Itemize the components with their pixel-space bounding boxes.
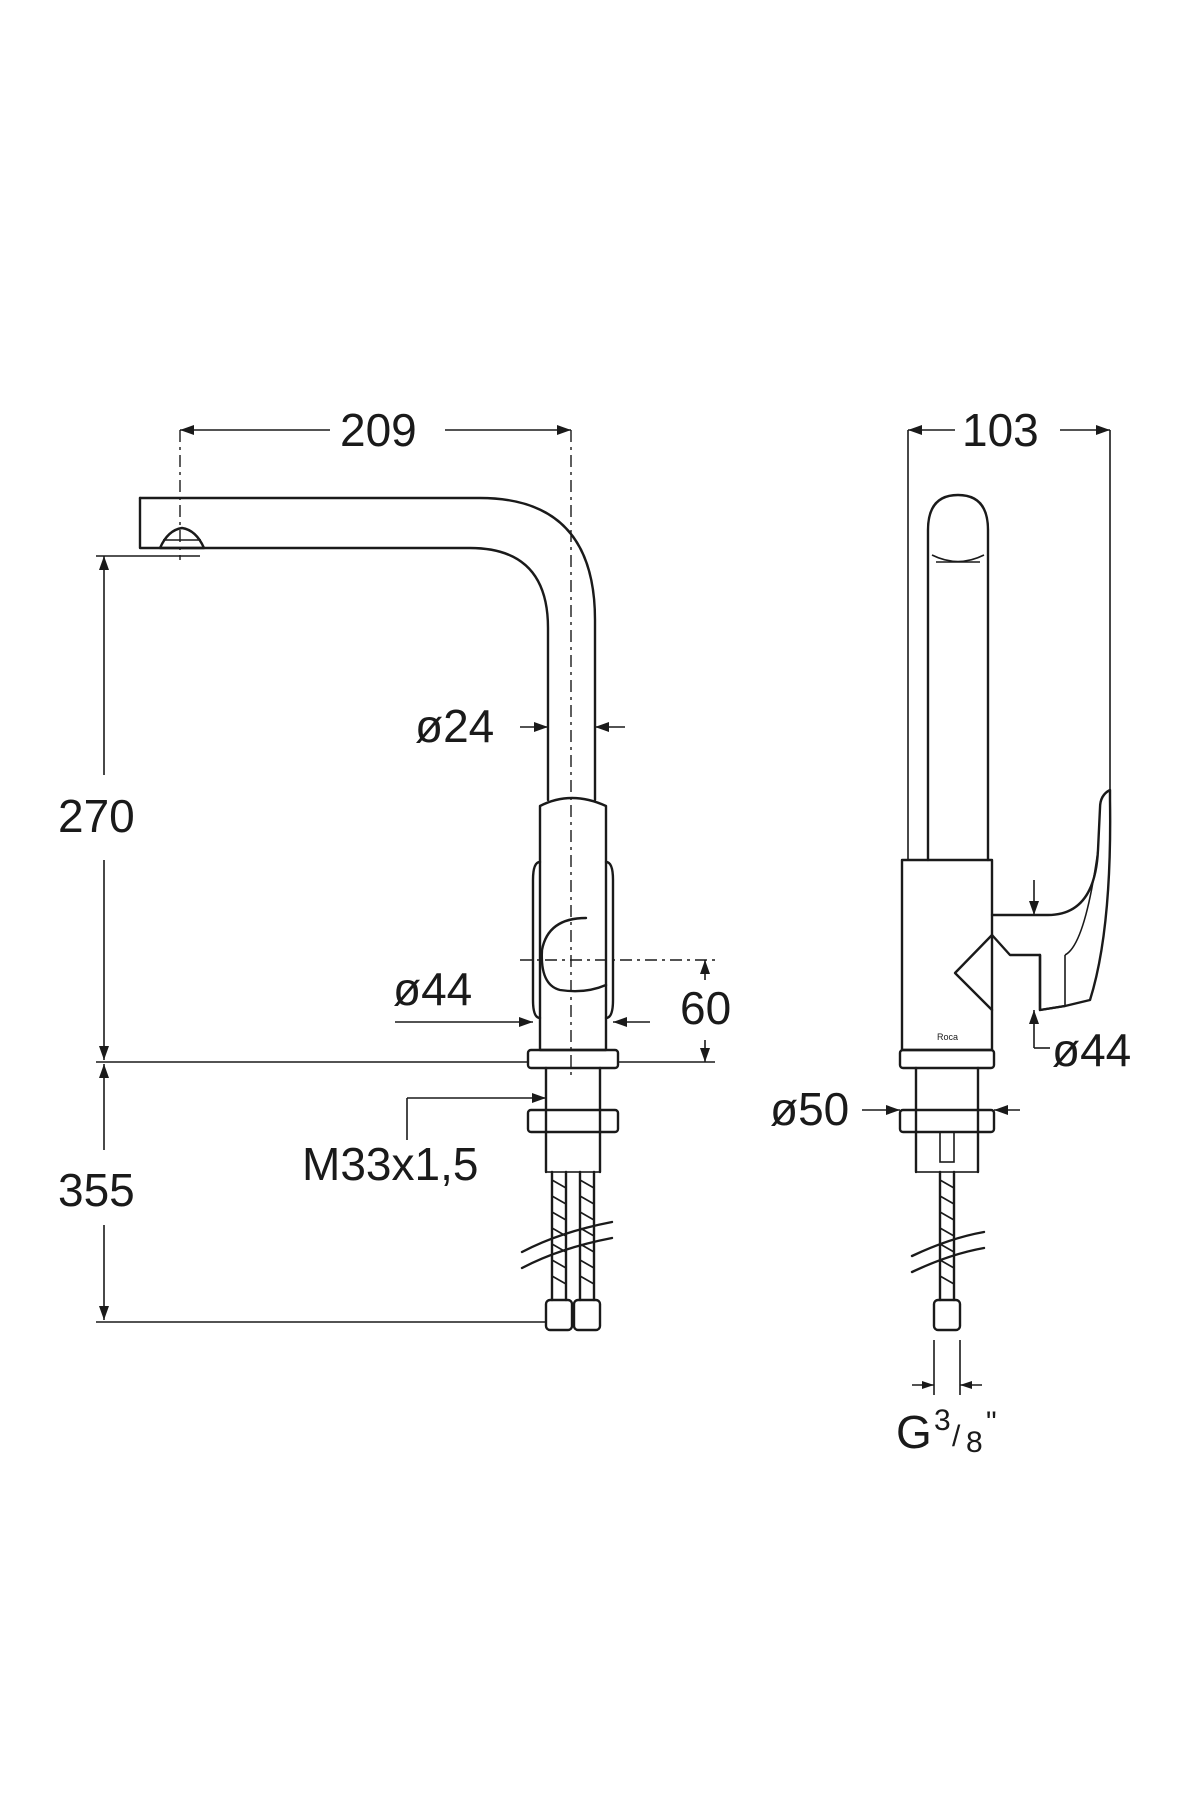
dim-total-depth: 103 <box>962 404 1039 456</box>
lever-cutout <box>540 916 608 993</box>
svg-text:G: G <box>896 1406 932 1458</box>
side-lever <box>990 788 1112 1012</box>
dim-below-deck: 355 <box>58 1164 135 1216</box>
base-ring <box>526 1048 620 1070</box>
dim-connection: G 3 / 8 " <box>896 1404 997 1459</box>
dim-spout-diameter: ø24 <box>415 700 494 752</box>
threaded-shank <box>545 1067 601 1111</box>
side-spout <box>926 493 990 862</box>
svg-text:8: 8 <box>966 1426 983 1459</box>
spout-outline <box>138 496 550 802</box>
svg-text:": " <box>986 1406 997 1439</box>
dim-spout-height: 270 <box>58 790 135 842</box>
side-view: Roca 103 ø44 ø50 <box>770 404 1131 1459</box>
spout-inner-outline <box>138 496 597 802</box>
dim-body-diameter: ø44 <box>393 963 472 1015</box>
side-body <box>900 858 994 1052</box>
side-nut <box>898 1108 996 1134</box>
dim-lever-axis: 60 <box>680 982 731 1034</box>
brand-mark: Roca <box>937 1032 958 1042</box>
fixing-nut <box>526 1108 620 1134</box>
dim-spout-reach: 209 <box>340 404 417 456</box>
dim-base-diameter: ø50 <box>770 1083 849 1135</box>
svg-text:3: 3 <box>934 1404 951 1437</box>
flex-hoses <box>520 1170 614 1332</box>
dim-thread: M33x1,5 <box>302 1138 478 1190</box>
aerator <box>158 526 206 550</box>
front-view: 209 270 355 ø24 ø44 60 <box>58 404 731 1332</box>
dim-lever-diameter: ø44 <box>1052 1024 1131 1076</box>
tap-body <box>538 796 608 1052</box>
svg-text:/: / <box>952 1420 961 1453</box>
side-hose-fitting <box>932 1298 962 1332</box>
